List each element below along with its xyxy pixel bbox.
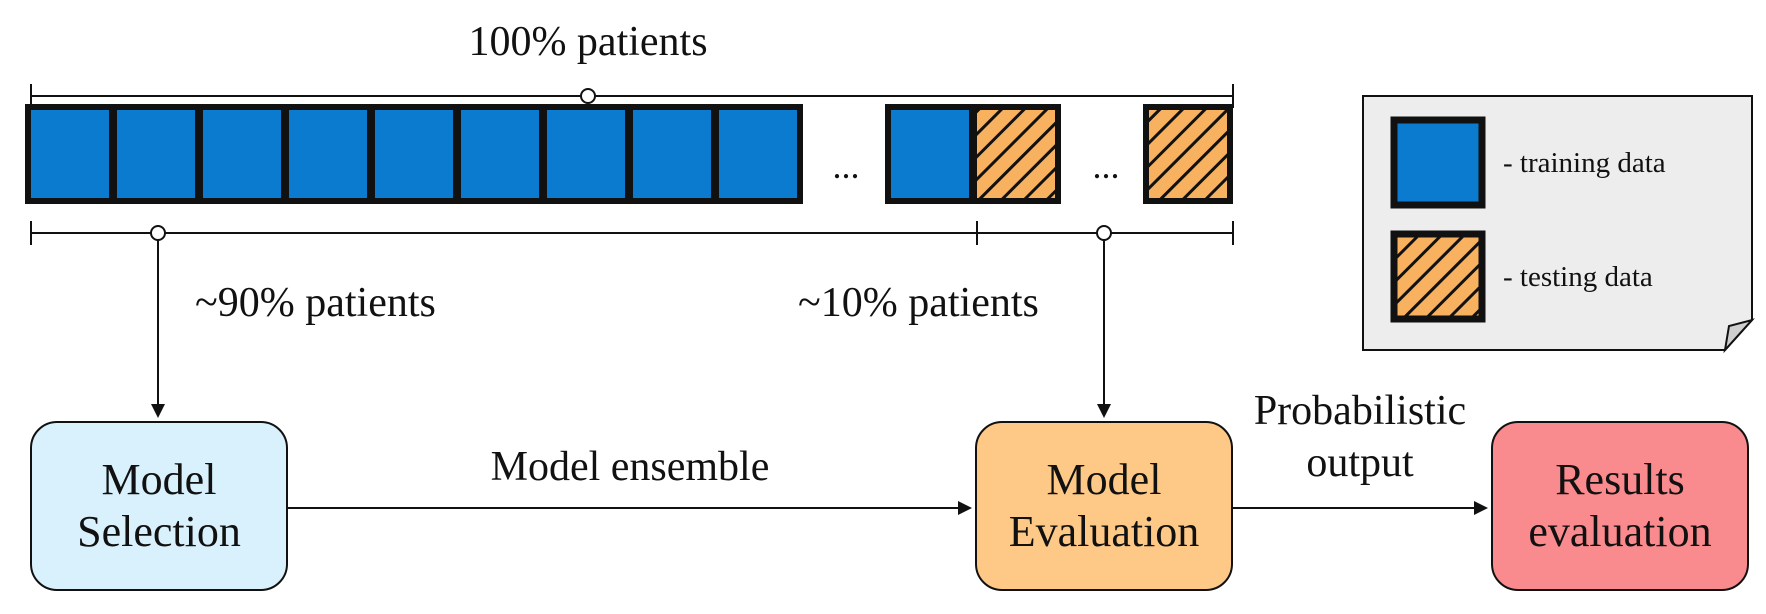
results-evaluation-line2: evaluation xyxy=(1528,507,1711,556)
training-data-block xyxy=(31,110,109,198)
probabilistic-output-line2: output xyxy=(1306,440,1414,486)
patient-blocks xyxy=(25,104,1233,204)
model-selection-line2: Selection xyxy=(77,507,241,556)
legend-training-label: - training data xyxy=(1503,147,1666,179)
testing-data-block xyxy=(1149,110,1227,198)
total-bracket-anchor xyxy=(580,88,596,104)
training-data-block xyxy=(375,110,453,198)
training-split-label: ~90% patients xyxy=(195,280,436,326)
model-ensemble-label: Model ensemble xyxy=(491,444,770,490)
legend-testing-swatch xyxy=(1390,230,1486,323)
training-data-block xyxy=(891,110,969,198)
model-evaluation-line1: Model xyxy=(1047,455,1162,504)
probabilistic-output-line1: Probabilistic xyxy=(1254,388,1466,434)
legend-testing-label: - testing data xyxy=(1503,261,1653,293)
model-selection-box xyxy=(30,421,288,591)
training-data-block xyxy=(461,110,539,198)
results-evaluation-line1: Results xyxy=(1555,455,1685,504)
model-selection-line1: Model xyxy=(102,455,217,504)
legend-training-swatch xyxy=(1390,116,1486,209)
total-patients-label: 100% patients xyxy=(468,19,707,65)
training-data-block xyxy=(289,110,367,198)
ellipsis-testing: ... xyxy=(1093,146,1120,186)
testing-data-block xyxy=(977,110,1055,198)
testing-split-anchor xyxy=(1096,225,1112,241)
training-data-block xyxy=(633,110,711,198)
legend-page-curl xyxy=(1723,318,1755,354)
training-data-block xyxy=(203,110,281,198)
training-data-block xyxy=(719,110,797,198)
model-evaluation-box xyxy=(975,421,1233,591)
training-data-block xyxy=(117,110,195,198)
legend: - training data - testing data xyxy=(1362,95,1755,354)
model-evaluation-line2: Evaluation xyxy=(1009,507,1200,556)
results-evaluation-box xyxy=(1491,421,1749,591)
testing-split-label: ~10% patients xyxy=(798,280,1039,326)
training-split-anchor xyxy=(150,225,166,241)
training-data-block xyxy=(547,110,625,198)
ellipsis-training: ... xyxy=(833,146,860,186)
split-bracket xyxy=(30,221,1234,245)
